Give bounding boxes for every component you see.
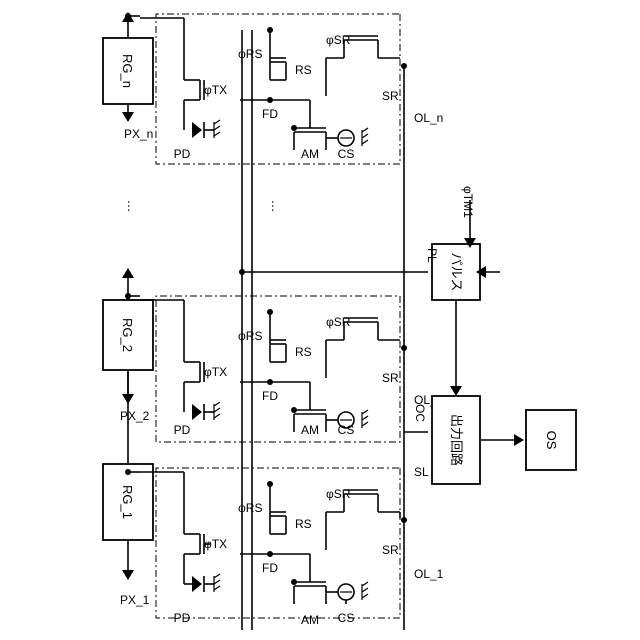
sr-label: SR: [382, 543, 399, 557]
cs-label: CS: [338, 423, 355, 437]
pixel-2-label: PX_2: [120, 409, 150, 423]
phi-tm1-label: φTM1: [461, 186, 475, 218]
am-label: AM: [301, 613, 319, 627]
ellipsis-rg: …: [125, 200, 140, 213]
pl-label: PL: [425, 248, 439, 263]
sr-label: SR: [382, 89, 399, 103]
phi-tx-label: φTX: [204, 83, 227, 97]
ol-1-label: OL_1: [414, 567, 444, 581]
cs-label: CS: [338, 147, 355, 161]
cs-label: CS: [338, 611, 355, 625]
phi-sr-label: φSR: [326, 315, 351, 329]
phi-sr-label: φSR: [326, 487, 351, 501]
sr-label: SR: [382, 371, 399, 385]
rg-column-2: RG_2: [103, 268, 153, 404]
rg-column-n: RG_n: [103, 12, 153, 122]
pd-label: PD: [174, 423, 191, 437]
pulse-label: パルス: [449, 252, 464, 291]
rs-label: RS: [295, 345, 312, 359]
os-label: OS: [544, 431, 559, 450]
pixel-1: φTX PD RS φRS: [120, 468, 400, 627]
phi-tx-label: φTX: [204, 365, 227, 379]
pixel-1-label: PX_1: [120, 593, 150, 607]
fd-label: FD: [262, 389, 278, 403]
output-circuit-label: 出力回路: [449, 414, 464, 466]
sl-label: SL: [414, 465, 429, 479]
fd-label: FD: [262, 561, 278, 575]
am-label: AM: [301, 423, 319, 437]
oc-label: OC: [413, 404, 427, 422]
ol-n-label: OL_n: [414, 111, 443, 125]
rg-2-label: RG_2: [120, 318, 135, 352]
rs-label: RS: [295, 517, 312, 531]
pd-label: PD: [174, 611, 191, 625]
rg-n-label: RG_n: [120, 54, 135, 88]
phi-tx-label: φTX: [204, 537, 227, 551]
rg-1-label: RG_1: [120, 485, 135, 519]
fd-label: FD: [262, 107, 278, 121]
rs-label: RS: [295, 63, 312, 77]
pixel-n-label: PX_n: [124, 127, 153, 141]
phi-sr-label: φSR: [326, 33, 351, 47]
pd-label: PD: [174, 147, 191, 161]
ellipsis-px: …: [269, 200, 284, 213]
am-label: AM: [301, 147, 319, 161]
pixel-2: φTX PD RS φRS FD: [120, 296, 400, 442]
pixel-n: φTX PD RS φRS FD: [124, 14, 400, 164]
